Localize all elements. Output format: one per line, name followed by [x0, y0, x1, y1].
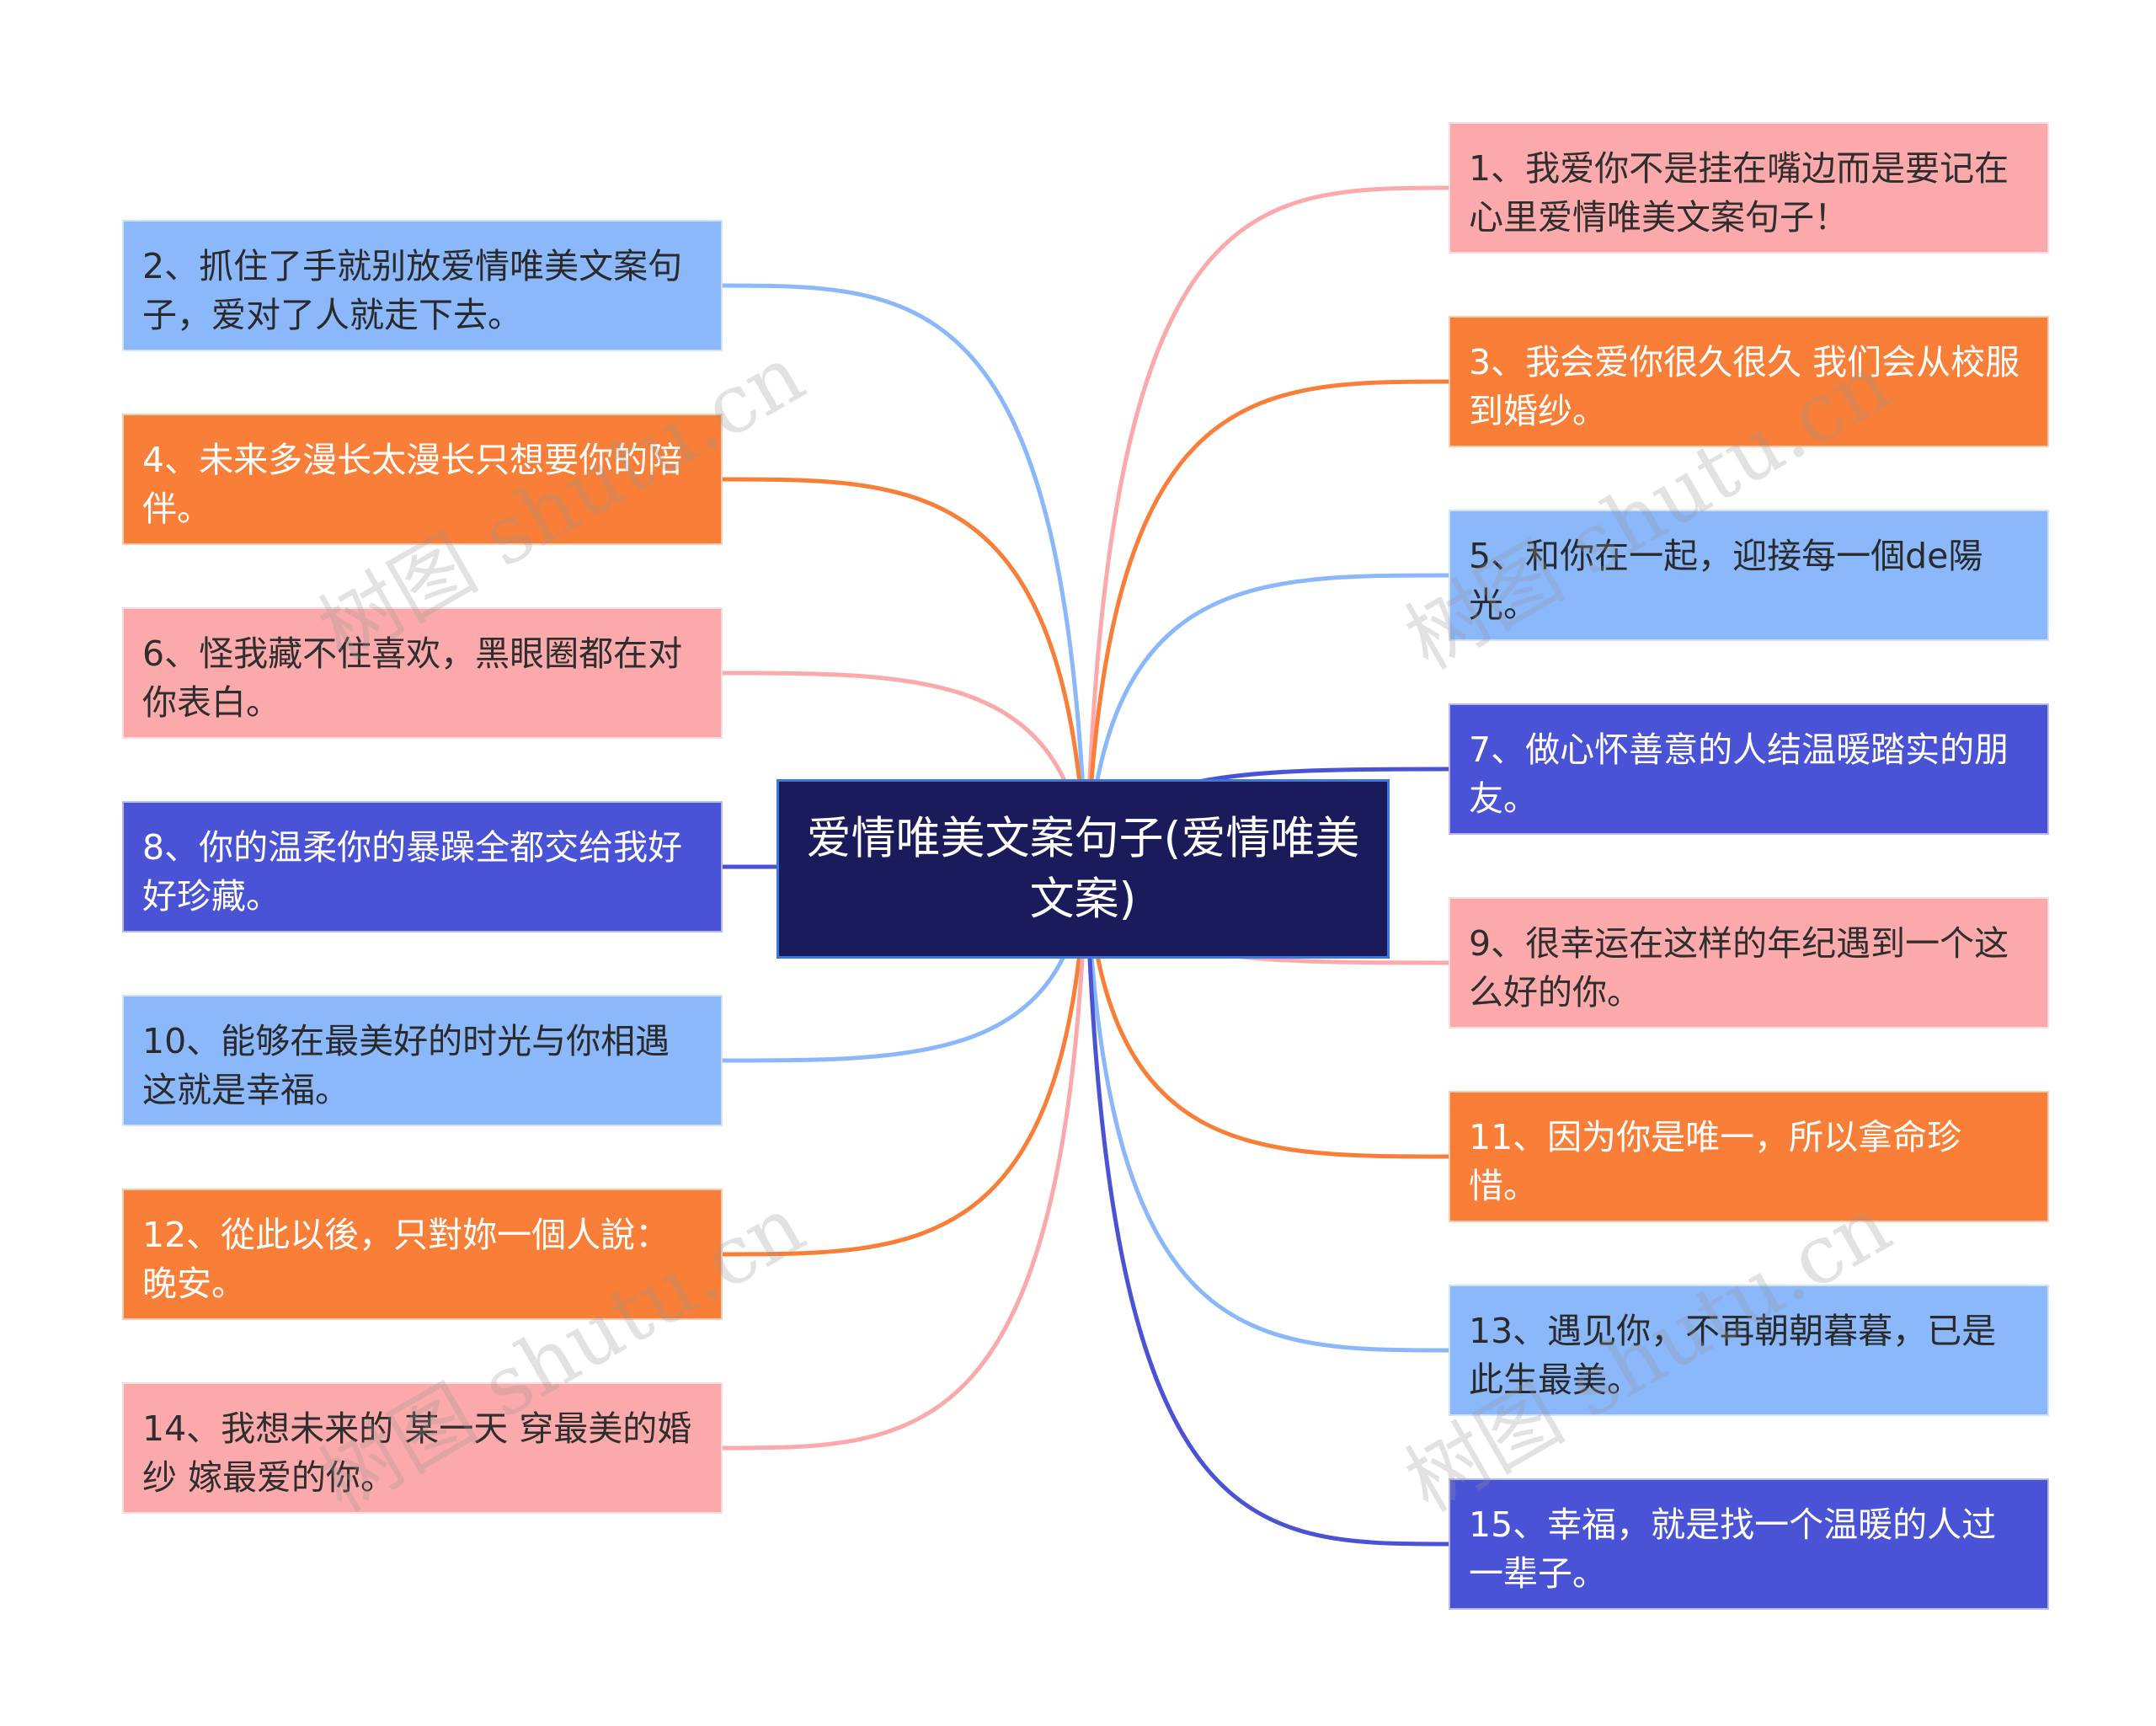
branch-node-right-2[interactable]: 3、我会爱你很久很久 我们会从校服到婚纱。: [1449, 316, 2049, 447]
branch-node-left-3[interactable]: 6、怪我藏不住喜欢，黑眼圈都在对你表白。: [122, 607, 723, 739]
connector-right-2: [1084, 379, 1449, 869]
connector-right-1: [1084, 185, 1449, 869]
branch-node-right-3[interactable]: 5、和你在一起，迎接每一個de陽光。: [1449, 510, 2049, 641]
connector-left-7: [722, 868, 1089, 1451]
connector-right-3: [1084, 573, 1449, 869]
branch-label: 9、很幸运在这样的年纪遇到一个这么好的你。: [1469, 923, 2009, 1013]
branch-label: 5、和你在一起，迎接每一個de陽光。: [1469, 536, 1983, 625]
branch-node-right-7[interactable]: 13、遇见你，不再朝朝暮暮，已是此生最美。: [1449, 1285, 2049, 1416]
branch-label: 7、做心怀善意的人结温暖踏实的朋友。: [1469, 729, 2009, 819]
connector-right-7: [1084, 868, 1449, 1353]
branch-node-left-6[interactable]: 12、從此以後，只對妳一個人說：晚安。: [122, 1189, 723, 1320]
branch-label: 13、遇见你，不再朝朝暮暮，已是此生最美。: [1469, 1311, 1997, 1400]
branch-node-left-1[interactable]: 2、抓住了手就别放爱情唯美文案句子，爱对了人就走下去。: [122, 220, 723, 351]
branch-label: 3、我会爱你很久很久 我们会从校服到婚纱。: [1469, 342, 2020, 431]
branch-label: 14、我想未来的 某一天 穿最美的婚纱 嫁最爱的你。: [142, 1408, 692, 1498]
branch-label: 15、幸福，就是找一个温暖的人过一辈子。: [1469, 1504, 1997, 1594]
branch-node-left-7[interactable]: 14、我想未来的 某一天 穿最美的婚纱 嫁最爱的你。: [122, 1382, 723, 1514]
branch-node-left-2[interactable]: 4、未来多漫长太漫长只想要你的陪伴。: [122, 414, 723, 545]
central-topic[interactable]: 爱情唯美文案句子(爱情唯美文案): [776, 779, 1390, 959]
branch-label: 2、抓住了手就别放爱情唯美文案句子，爱对了人就走下去。: [142, 246, 683, 335]
connector-right-6: [1084, 868, 1449, 1159]
connector-right-8: [1084, 868, 1449, 1547]
branch-label: 6、怪我藏不住喜欢，黑眼圈都在对你表白。: [142, 633, 683, 723]
branch-node-right-6[interactable]: 11、因为你是唯一，所以拿命珍惜。: [1449, 1091, 2049, 1222]
branch-node-left-5[interactable]: 10、能够在最美好的时光与你相遇这就是幸福。: [122, 995, 723, 1126]
branch-node-right-5[interactable]: 9、很幸运在这样的年纪遇到一个这么好的你。: [1449, 897, 2049, 1029]
branch-label: 12、從此以後，只對妳一個人說：晚安。: [142, 1215, 670, 1304]
branch-label: 8、你的温柔你的暴躁全都交给我好好珍藏。: [142, 827, 683, 916]
connector-left-2: [722, 477, 1089, 869]
branch-label: 1、我爱你不是挂在嘴边而是要记在心里爱情唯美文案句子！: [1469, 148, 2009, 238]
connector-left-6: [722, 868, 1089, 1257]
branch-label: 10、能够在最美好的时光与你相遇这就是幸福。: [142, 1021, 670, 1110]
branch-label: 11、因为你是唯一，所以拿命珍惜。: [1469, 1117, 1962, 1206]
branch-label: 4、未来多漫长太漫长只想要你的陪伴。: [142, 440, 683, 529]
branch-node-right-8[interactable]: 15、幸福，就是找一个温暖的人过一辈子。: [1449, 1478, 2049, 1610]
central-topic-label: 爱情唯美文案句子(爱情唯美文案): [806, 812, 1360, 925]
branch-node-right-1[interactable]: 1、我爱你不是挂在嘴边而是要记在心里爱情唯美文案句子！: [1449, 122, 2049, 254]
branch-node-left-4[interactable]: 8、你的温柔你的暴躁全都交给我好好珍藏。: [122, 801, 723, 932]
branch-node-right-4[interactable]: 7、做心怀善意的人结温暖踏实的朋友。: [1449, 703, 2049, 835]
connector-left-1: [722, 283, 1089, 869]
